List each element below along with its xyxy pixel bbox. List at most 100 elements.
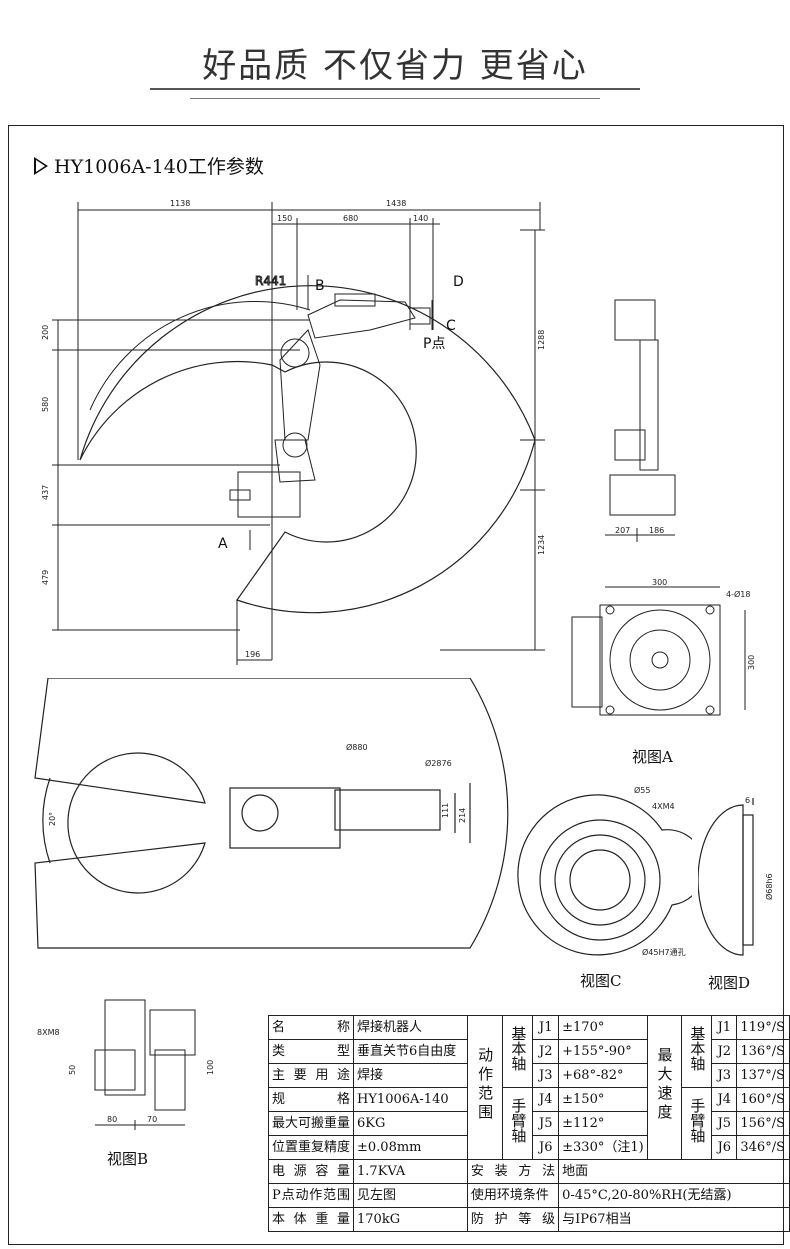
axis-name: J2 xyxy=(532,1039,560,1064)
drawing-frame xyxy=(8,125,784,1245)
view-c-label: 视图C xyxy=(580,972,622,990)
env-value: 0-45°C,20-80%RH(无结露) xyxy=(558,1183,790,1208)
heading-underline-thin xyxy=(190,98,600,99)
view-a-drawing: 300 300 4-Ø18 xyxy=(571,578,756,716)
spec-value: HY1006A-140 xyxy=(353,1087,468,1112)
marker-d: D xyxy=(453,274,464,290)
table-row: 规 格 HY1006A-140 手臂轴 J4 ±150° 手臂轴 J4 160°… xyxy=(267,1087,790,1160)
axis-range: +155°-90° xyxy=(558,1039,648,1064)
spec-name: 电源容量 xyxy=(267,1159,355,1184)
dim-437: 437 xyxy=(41,485,50,500)
dim-68h6: Ø68h6 xyxy=(764,873,774,900)
axis-name: J4 xyxy=(711,1087,738,1112)
table-row: 本体重量 170kG 防护等级 与IP67相当 xyxy=(267,1207,790,1232)
svg-text:R441: R441 xyxy=(255,274,286,288)
dim-2876: Ø2876 xyxy=(425,758,452,768)
axis-range: ±330°（注1) xyxy=(558,1135,648,1160)
dim-300-h: 300 xyxy=(652,578,667,587)
dim-1288: 1288 xyxy=(537,330,546,350)
dim-100: 100 xyxy=(206,1060,215,1075)
dim-45h7: Ø45H7通孔 xyxy=(642,947,686,957)
marker-p: P点 xyxy=(423,336,445,352)
axis-speed: 156°/S xyxy=(736,1111,790,1136)
dim-70: 70 xyxy=(147,1115,157,1124)
dim-300-v: 300 xyxy=(747,655,756,670)
dim-680: 680 xyxy=(343,214,358,223)
axis-name: J5 xyxy=(711,1111,738,1136)
dim-1234: 1234 xyxy=(537,535,546,555)
sheet-title-text: HY1006A-140工作参数 xyxy=(54,156,264,178)
view-b-drawing: 8XM8 50 100 80 70 xyxy=(37,999,215,1130)
dim-580: 580 xyxy=(41,397,50,412)
dim-1438: 1438 xyxy=(386,199,406,208)
spec-name: 本体重量 xyxy=(267,1207,355,1232)
spec-value: 170kG xyxy=(353,1207,468,1232)
view-d-label: 视图D xyxy=(708,974,751,992)
rear-view-drawing: 207 186 xyxy=(605,299,676,542)
triangle-icon xyxy=(34,156,48,175)
base-axis-header-1: 基本轴 xyxy=(502,1015,534,1088)
heading-underline xyxy=(150,88,640,90)
dim-214: 214 xyxy=(458,808,467,823)
axis-range: ±170° xyxy=(558,1015,648,1040)
protect-value: 与IP67相当 xyxy=(558,1207,790,1232)
sheet-title: HY1006A-140工作参数 xyxy=(34,152,264,179)
axis-range: +68°-82° xyxy=(558,1063,648,1088)
axis-speed: 136°/S xyxy=(736,1039,790,1064)
dim-111: 111 xyxy=(441,803,450,818)
motion-range-header: 动作范围 xyxy=(466,1015,504,1160)
protect-label: 防护等级 xyxy=(466,1207,560,1232)
dim-880: Ø880 xyxy=(346,742,368,752)
dim-6: 6 xyxy=(745,796,750,805)
view-b-label: 视图B xyxy=(107,1150,149,1168)
spec-value: 焊接机器人 xyxy=(353,1015,468,1040)
marker-b: B xyxy=(315,278,325,294)
spec-value: ±0.08mm xyxy=(353,1135,468,1160)
dim-4-18: 4-Ø18 xyxy=(726,589,750,599)
axis-name: J6 xyxy=(532,1135,560,1160)
table-row: 名 称 焊接机器人 动作范围 基本轴 J1 ±170° 最大速度 基本轴 J1 … xyxy=(267,1015,790,1160)
dim-55: Ø55 xyxy=(634,785,650,795)
view-a-label: 视图A xyxy=(632,748,673,766)
dim-186: 186 xyxy=(649,526,664,535)
dim-1138: 1138 xyxy=(170,199,190,208)
axis-name: J1 xyxy=(532,1015,560,1040)
axis-speed: 346°/S xyxy=(736,1135,790,1160)
view-c-drawing: Ø55 4XM4 Ø45H7通孔 xyxy=(517,785,692,957)
dim-20deg: 20° xyxy=(48,812,57,826)
axis-name: J2 xyxy=(711,1039,738,1064)
install-value: 地面 xyxy=(558,1159,790,1184)
spec-name: 名 称 xyxy=(267,1015,355,1040)
axis-name: J5 xyxy=(532,1111,560,1136)
axis-range: ±112° xyxy=(558,1111,648,1136)
wrist-axis-header-2: 手臂轴 xyxy=(681,1087,713,1160)
spec-name: 位置重复精度 xyxy=(267,1135,355,1160)
axis-name: J1 xyxy=(711,1015,738,1040)
spec-name: 类 型 xyxy=(267,1039,355,1064)
dim-207: 207 xyxy=(615,526,630,535)
wrist-axis-header-1: 手臂轴 xyxy=(502,1087,534,1160)
install-label: 安装方法 xyxy=(466,1159,560,1184)
spec-name: P点动作范围 xyxy=(267,1183,355,1208)
dim-200: 200 xyxy=(41,325,50,340)
dim-196: 196 xyxy=(245,650,260,659)
table-row: 位置重复精度 ±0.08mm J6 ±330°（注1) J6 346°/S xyxy=(267,1135,790,1160)
dim-479: 479 xyxy=(41,570,50,585)
spec-value: 6KG xyxy=(353,1111,468,1136)
spec-name: 最大可搬重量 xyxy=(267,1111,355,1136)
dim-4xm4: 4XM4 xyxy=(652,802,675,811)
spec-table: 名 称 焊接机器人 动作范围 基本轴 J1 ±170° 最大速度 基本轴 J1 … xyxy=(267,1015,790,1232)
axis-speed: 160°/S xyxy=(736,1087,790,1112)
axis-name: J4 xyxy=(532,1087,560,1112)
spec-name: 规 格 xyxy=(267,1087,355,1112)
axis-name: J3 xyxy=(532,1063,560,1088)
dim-140: 140 xyxy=(413,214,428,223)
top-view-drawing: Ø880 Ø2876 20° 111 214 xyxy=(34,678,509,949)
axis-speed: 119°/S xyxy=(736,1015,790,1040)
dim-80: 80 xyxy=(107,1115,117,1124)
dim-150: 150 xyxy=(277,214,292,223)
axis-range: ±150° xyxy=(558,1087,648,1112)
table-row: P点动作范围 见左图 使用环境条件 0-45°C,20-80%RH(无结露) xyxy=(267,1183,790,1208)
dim-8xm8: 8XM8 xyxy=(37,1028,60,1037)
base-axis-header-2: 基本轴 xyxy=(681,1015,713,1088)
